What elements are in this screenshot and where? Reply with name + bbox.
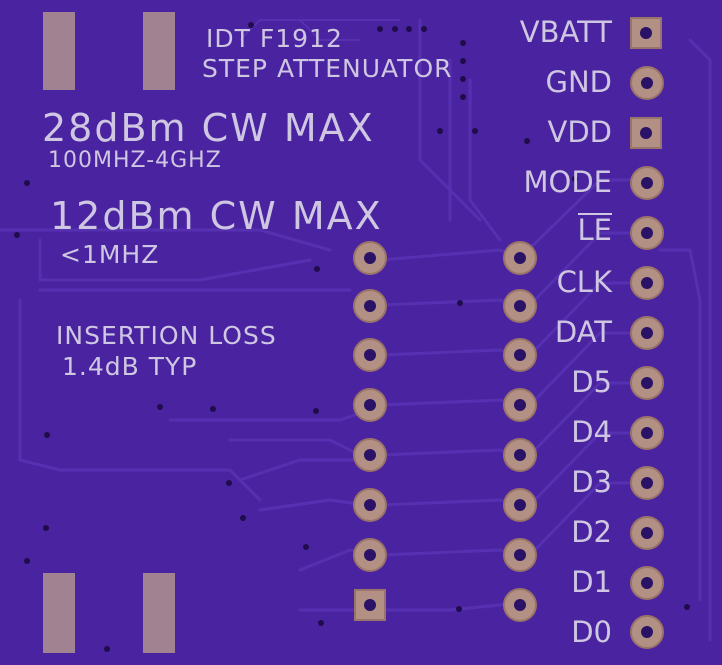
- via: [392, 26, 398, 32]
- ic-pad: [353, 289, 387, 323]
- header-pad: [630, 466, 664, 500]
- ic-pad: [503, 241, 537, 275]
- via: [157, 404, 163, 410]
- ic-pad: [503, 338, 537, 372]
- pin-label: D0: [571, 615, 612, 649]
- ic-pad: [503, 388, 537, 422]
- via: [318, 620, 324, 626]
- ic-pad: [503, 438, 537, 472]
- pin-label: D4: [571, 415, 612, 449]
- ic-pad: [353, 241, 387, 275]
- via: [437, 128, 443, 134]
- ic-pad: [353, 388, 387, 422]
- pin-label: CLK: [556, 265, 612, 299]
- ic-pad: [353, 338, 387, 372]
- spec-rating-1: 28dBm CW MAX: [42, 106, 375, 150]
- pin-label: LE: [577, 213, 612, 247]
- via: [460, 76, 466, 82]
- smd-pad: [43, 12, 75, 90]
- via: [572, 176, 578, 182]
- via: [457, 300, 463, 306]
- via: [460, 40, 466, 46]
- via: [684, 604, 690, 610]
- via: [421, 26, 427, 32]
- via: [210, 406, 216, 412]
- smd-pad: [143, 573, 175, 653]
- via: [460, 94, 466, 100]
- title-line1: IDT F1912: [206, 24, 343, 53]
- via: [43, 525, 49, 531]
- insertion-loss-title: INSERTION LOSS: [56, 321, 277, 350]
- via: [456, 606, 462, 612]
- ic-pad: [353, 488, 387, 522]
- via: [472, 128, 478, 134]
- via: [104, 646, 110, 652]
- header-pad: [630, 516, 664, 550]
- via: [314, 266, 320, 272]
- pin-label: VDD: [547, 115, 613, 149]
- pin-label: D1: [571, 565, 612, 599]
- via: [226, 480, 232, 486]
- via: [14, 232, 20, 238]
- pin-label: MODE: [523, 165, 612, 199]
- pin-label: VBATT: [519, 15, 612, 49]
- header-pad: [630, 17, 662, 49]
- insertion-loss-value: 1.4dB TYP: [62, 352, 198, 381]
- header-pad: [630, 216, 664, 250]
- via: [240, 515, 246, 521]
- via: [406, 26, 412, 32]
- via: [248, 22, 254, 28]
- header-pad: [630, 416, 664, 450]
- ic-pad: [503, 538, 537, 572]
- header-pad: [630, 117, 662, 149]
- header-pad: [630, 566, 664, 600]
- smd-pad: [143, 12, 175, 90]
- ic-pad: [353, 438, 387, 472]
- via: [460, 58, 466, 64]
- pin-label: D2: [571, 515, 612, 549]
- pin-label: DAT: [554, 315, 612, 349]
- title-line2: STEP ATTENUATOR: [202, 54, 453, 83]
- header-pad: [630, 366, 664, 400]
- ic-pad: [503, 488, 537, 522]
- ic-pad: [503, 289, 537, 323]
- pin-label: D5: [571, 365, 612, 399]
- via: [377, 26, 383, 32]
- spec-rating-2: 12dBm CW MAX: [50, 194, 383, 238]
- ic-pad: [503, 588, 537, 622]
- header-pad: [630, 166, 664, 200]
- via: [303, 544, 309, 550]
- via: [524, 138, 530, 144]
- spec-range-1: 100MHZ-4GHZ: [48, 148, 222, 173]
- via: [24, 180, 30, 186]
- ic-pad: [353, 538, 387, 572]
- ic-pad-pin1: [354, 589, 386, 621]
- via: [313, 408, 319, 414]
- header-pad: [630, 66, 664, 100]
- via: [44, 432, 50, 438]
- pin-label: D3: [571, 465, 612, 499]
- header-pad: [630, 266, 664, 300]
- header-pad: [630, 615, 664, 649]
- via: [24, 558, 30, 564]
- header-pad: [630, 316, 664, 350]
- spec-range-2: <1MHZ: [60, 240, 160, 269]
- smd-pad: [43, 573, 75, 653]
- pin-label: GND: [545, 65, 613, 99]
